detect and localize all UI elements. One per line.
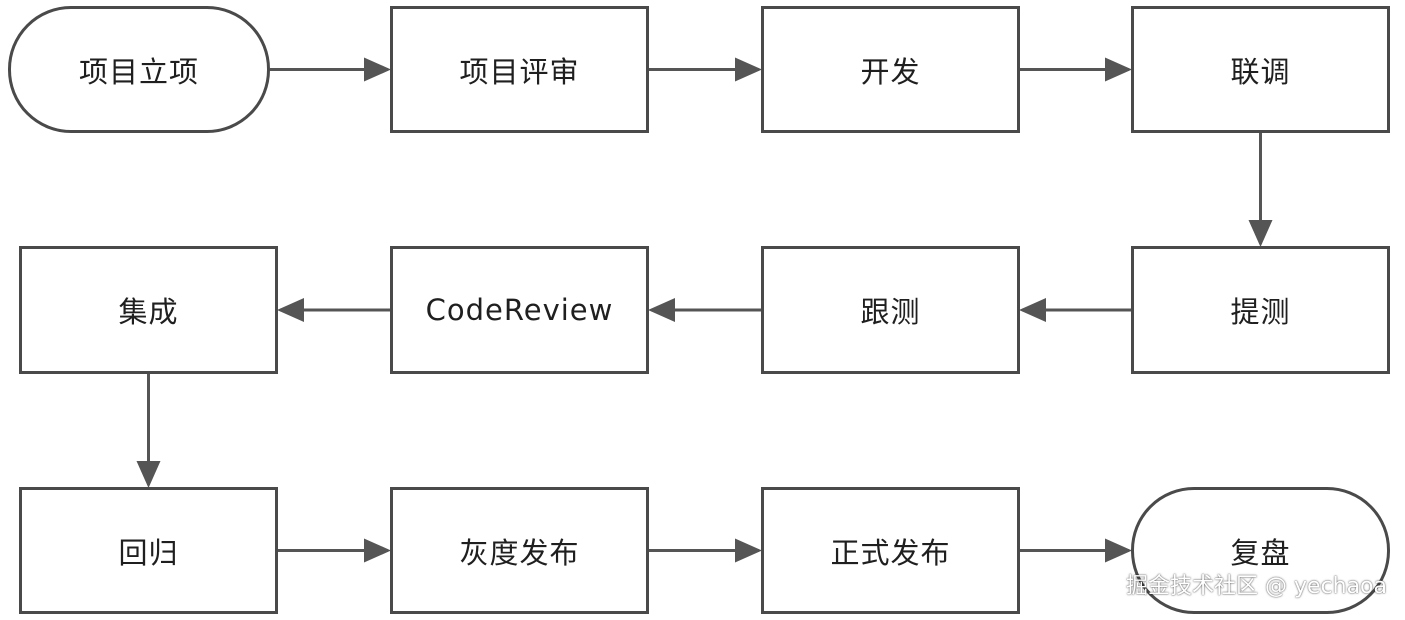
node-code-review: CodeReview [390, 246, 649, 374]
node-label: 正式发布 [830, 535, 951, 570]
node-submit-test: 提测 [1131, 246, 1390, 374]
node-label: 回归 [118, 535, 179, 570]
watermark: 掘金技术社区 @ yechaoa [1125, 574, 1387, 599]
node-official-release: 正式发布 [761, 487, 1020, 614]
node-regression: 回归 [19, 487, 278, 614]
node-label: 联调 [1230, 54, 1291, 89]
node-integration-debug: 联调 [1131, 6, 1390, 133]
node-follow-test: 跟测 [761, 246, 1020, 374]
edge-layer [136, 57, 1273, 563]
node-development: 开发 [761, 6, 1020, 133]
node-gray-release: 灰度发布 [390, 487, 649, 614]
node-label: 项目立项 [78, 54, 199, 89]
node-label: 集成 [118, 295, 179, 329]
node-label: 灰度发布 [459, 535, 580, 570]
node-label: CodeReview [425, 293, 614, 327]
node-label: 开发 [860, 54, 921, 89]
node-label: 复盘 [1230, 535, 1291, 570]
node-project-kickoff: 项目立项 [8, 6, 270, 133]
node-label: 跟测 [860, 295, 921, 329]
node-integrate: 集成 [19, 246, 278, 374]
node-project-review: 项目评审 [390, 6, 649, 133]
node-retrospective: 复盘 [1131, 487, 1390, 614]
node-label: 提测 [1230, 295, 1291, 329]
node-label: 项目评审 [459, 54, 580, 89]
